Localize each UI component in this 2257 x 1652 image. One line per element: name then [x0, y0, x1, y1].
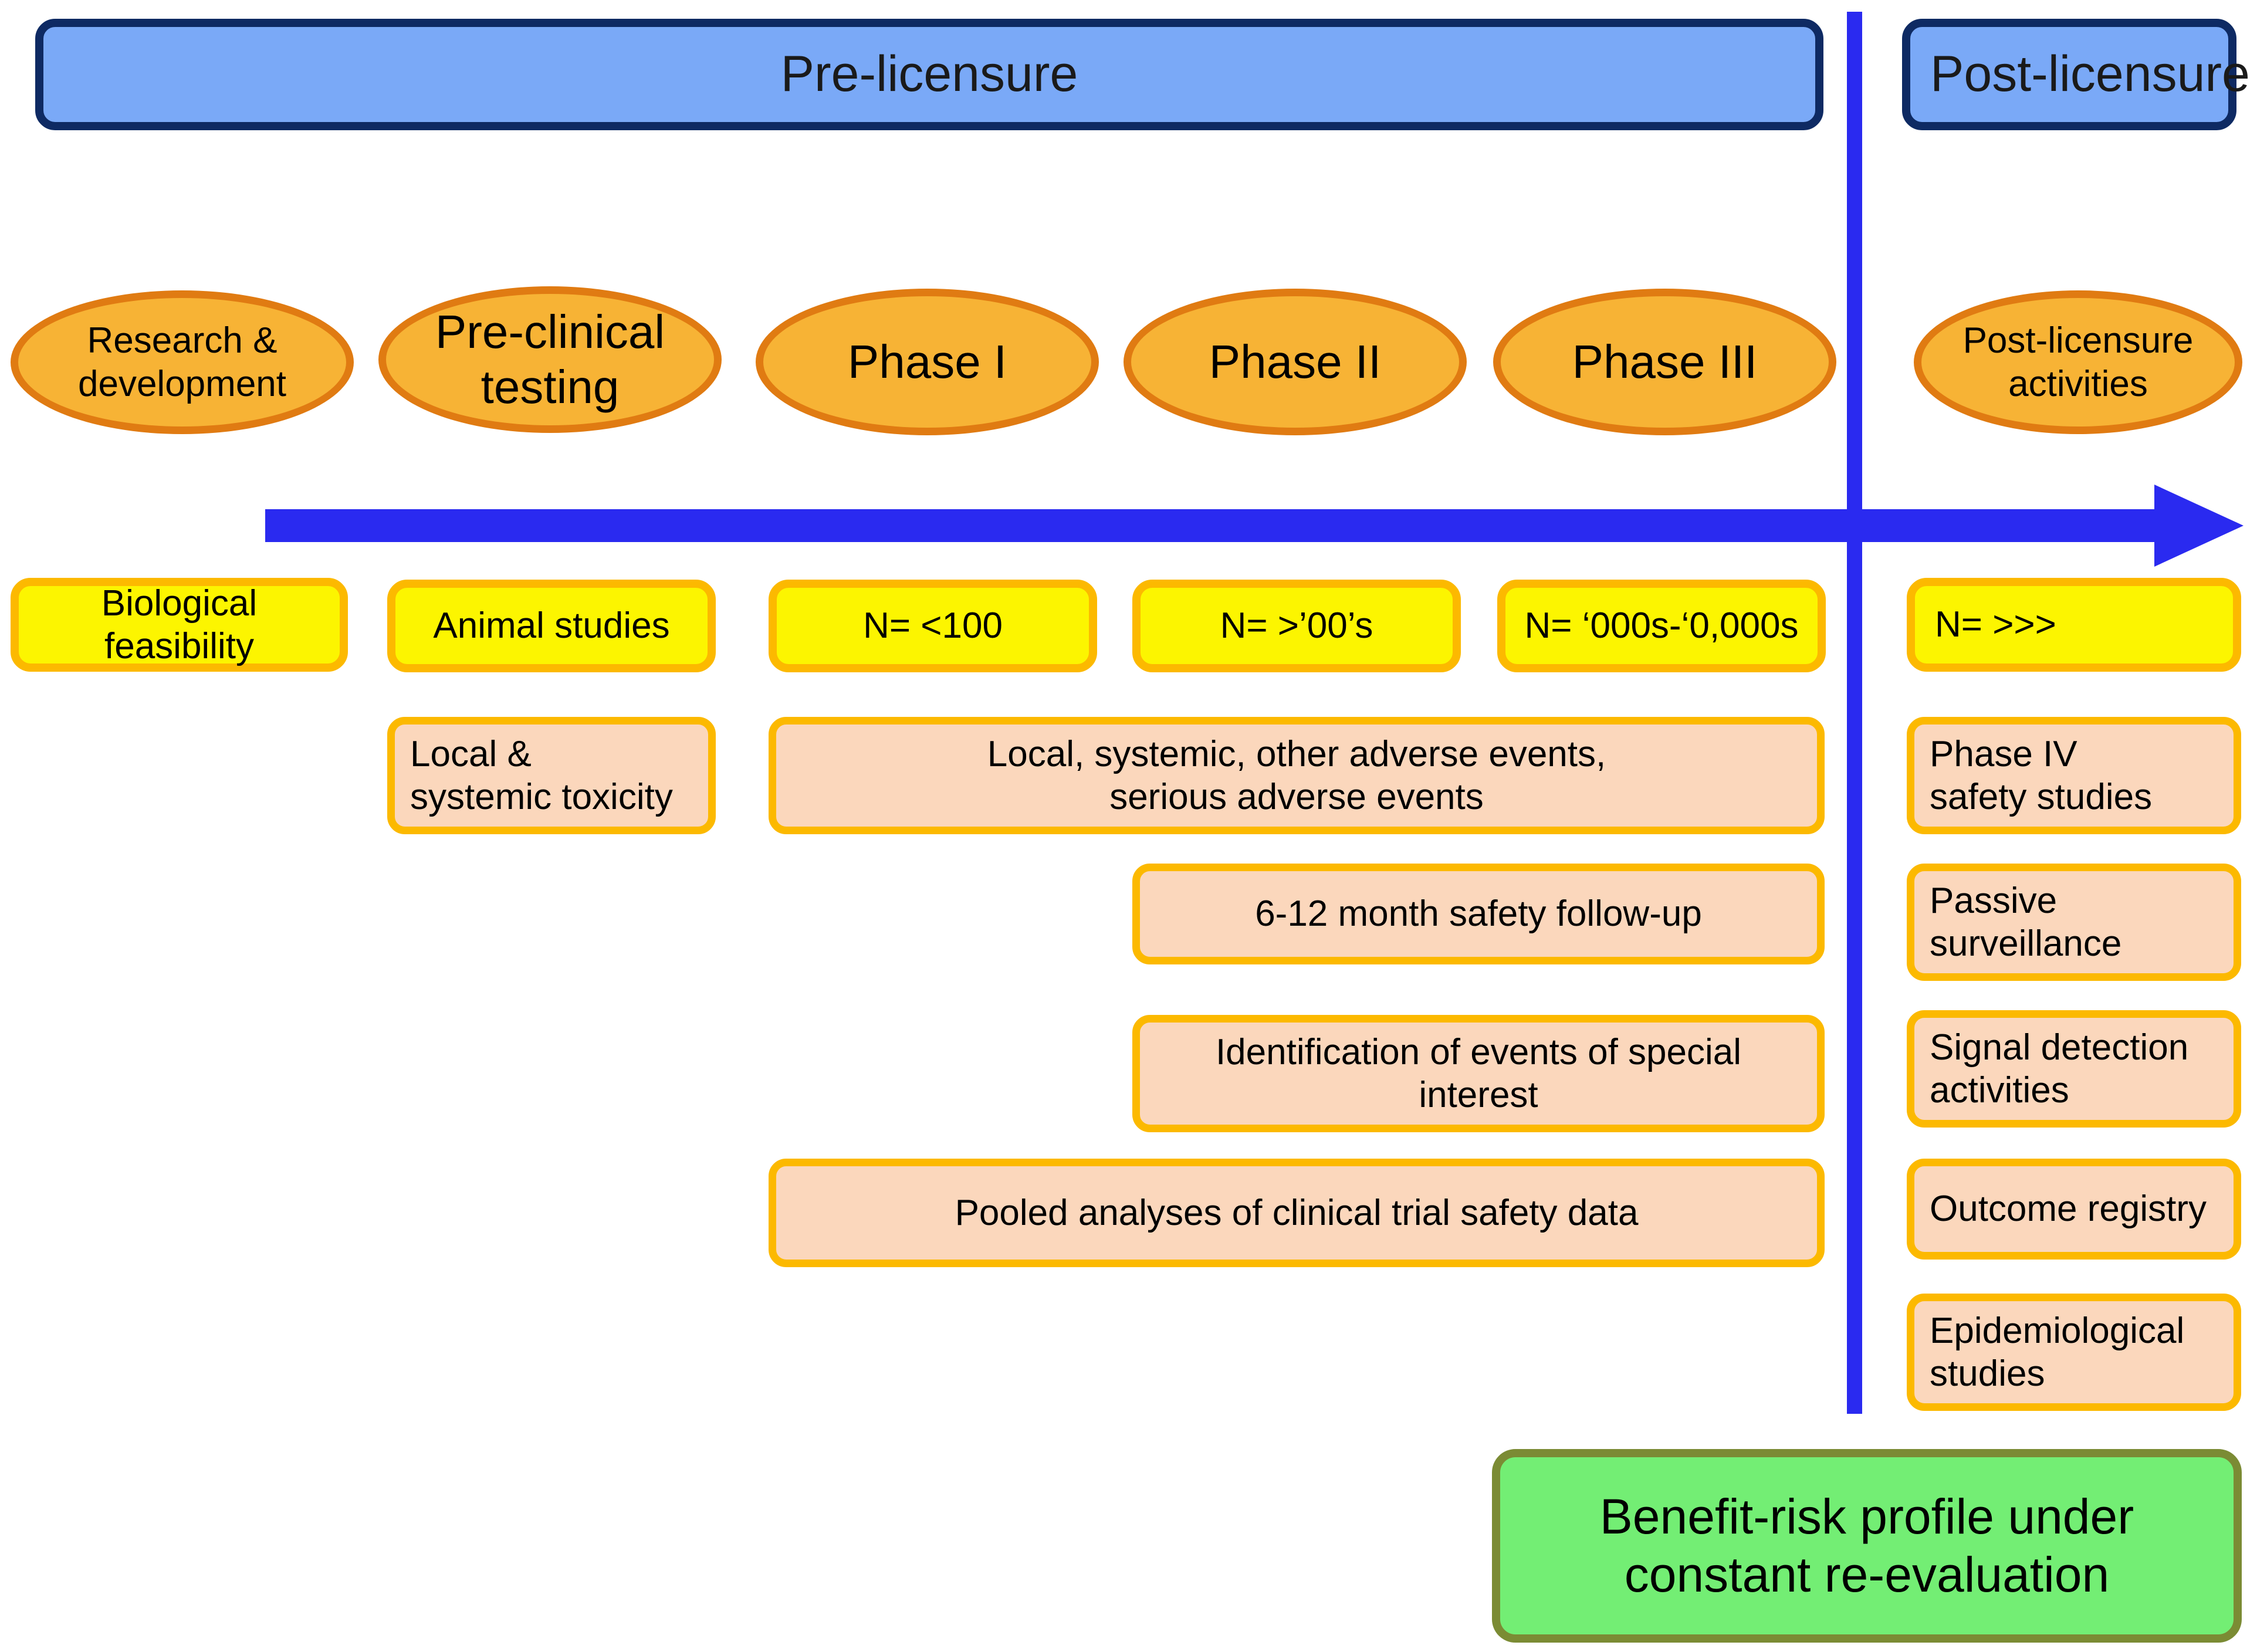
box-biological-feasibility: Biological feasibility: [11, 578, 348, 672]
timeline-arrow-shaft: [265, 509, 2169, 542]
box-adverse-events-label: Local, systemic, other adverse events, s…: [987, 733, 1606, 817]
oval-phase-3: Phase III: [1493, 289, 1836, 435]
oval-pre-clinical-testing-label: Pre-clinical testing: [435, 305, 665, 413]
box-pooled-analyses-label: Pooled analyses of clinical trial safety…: [955, 1192, 1639, 1233]
oval-phase-2-label: Phase II: [1209, 335, 1382, 388]
box-passive-surveillance: Passive surveillance: [1907, 864, 2241, 981]
box-adverse-events: Local, systemic, other adverse events, s…: [769, 717, 1825, 834]
box-passive-surveillance-label: Passive surveillance: [1930, 880, 2122, 964]
band-post-licensure-label: Post-licensure: [1930, 46, 2250, 103]
box-signal-detection-label: Signal detection activities: [1930, 1027, 2189, 1111]
box-biological-feasibility-label: Biological feasibility: [101, 583, 258, 666]
box-outcome-registry: Outcome registry: [1907, 1159, 2241, 1260]
box-animal-studies-label: Animal studies: [433, 605, 670, 646]
box-n-phase-2: N= >’00’s: [1132, 580, 1461, 672]
band-post-licensure: Post-licensure: [1902, 19, 2250, 130]
oval-phase-2: Phase II: [1124, 289, 1467, 435]
licensure-divider-line: [1847, 12, 1862, 1414]
box-phase-iv-safety-studies-label: Phase IV safety studies: [1930, 733, 2153, 817]
box-outcome-registry-label: Outcome registry: [1930, 1189, 2207, 1230]
timeline-arrow-head-icon: [2154, 485, 2244, 567]
oval-phase-1: Phase I: [756, 289, 1099, 435]
box-local-systemic-toxicity-label: Local & systemic toxicity: [410, 733, 673, 817]
oval-phase-3-label: Phase III: [1572, 335, 1758, 388]
box-events-special-interest-label: Identification of events of special inte…: [1215, 1031, 1742, 1115]
box-epidemiological-studies: Epidemiological studies: [1907, 1294, 2241, 1411]
box-benefit-risk-profile-label: Benefit-risk profile under constant re-e…: [1599, 1488, 2134, 1602]
oval-pre-clinical-testing: Pre-clinical testing: [378, 286, 722, 433]
oval-post-licensure-activities-label: Post-licensure activities: [1962, 320, 2194, 404]
band-pre-licensure-label: Pre-licensure: [780, 46, 1078, 103]
oval-phase-1-label: Phase I: [847, 335, 1007, 388]
box-phase-iv-safety-studies: Phase IV safety studies: [1907, 717, 2241, 834]
box-events-special-interest: Identification of events of special inte…: [1132, 1015, 1825, 1132]
box-n-phase-3: N= ‘000s-‘0,000s: [1497, 580, 1826, 672]
box-epidemiological-studies-label: Epidemiological studies: [1930, 1310, 2185, 1394]
box-n-post-licensure-label: N= >>>: [1935, 604, 2056, 645]
oval-post-licensure-activities: Post-licensure activities: [1914, 290, 2242, 434]
box-pooled-analyses: Pooled analyses of clinical trial safety…: [769, 1159, 1825, 1267]
box-n-phase-3-label: N= ‘000s-‘0,000s: [1524, 605, 1799, 646]
oval-research-development-label: Research & development: [77, 320, 287, 404]
box-signal-detection: Signal detection activities: [1907, 1010, 2241, 1128]
box-n-post-licensure: N= >>>: [1907, 578, 2241, 672]
box-safety-follow-up: 6-12 month safety follow-up: [1132, 864, 1825, 964]
band-pre-licensure: Pre-licensure: [35, 19, 1823, 130]
box-n-phase-2-label: N= >’00’s: [1220, 605, 1373, 646]
oval-research-development: Research & development: [11, 290, 354, 434]
box-animal-studies: Animal studies: [387, 580, 716, 672]
box-safety-follow-up-label: 6-12 month safety follow-up: [1255, 893, 1702, 935]
box-benefit-risk-profile: Benefit-risk profile under constant re-e…: [1492, 1449, 2242, 1643]
box-local-systemic-toxicity: Local & systemic toxicity: [387, 717, 716, 834]
box-n-phase-1-label: N= <100: [863, 605, 1003, 646]
box-n-phase-1: N= <100: [769, 580, 1097, 672]
